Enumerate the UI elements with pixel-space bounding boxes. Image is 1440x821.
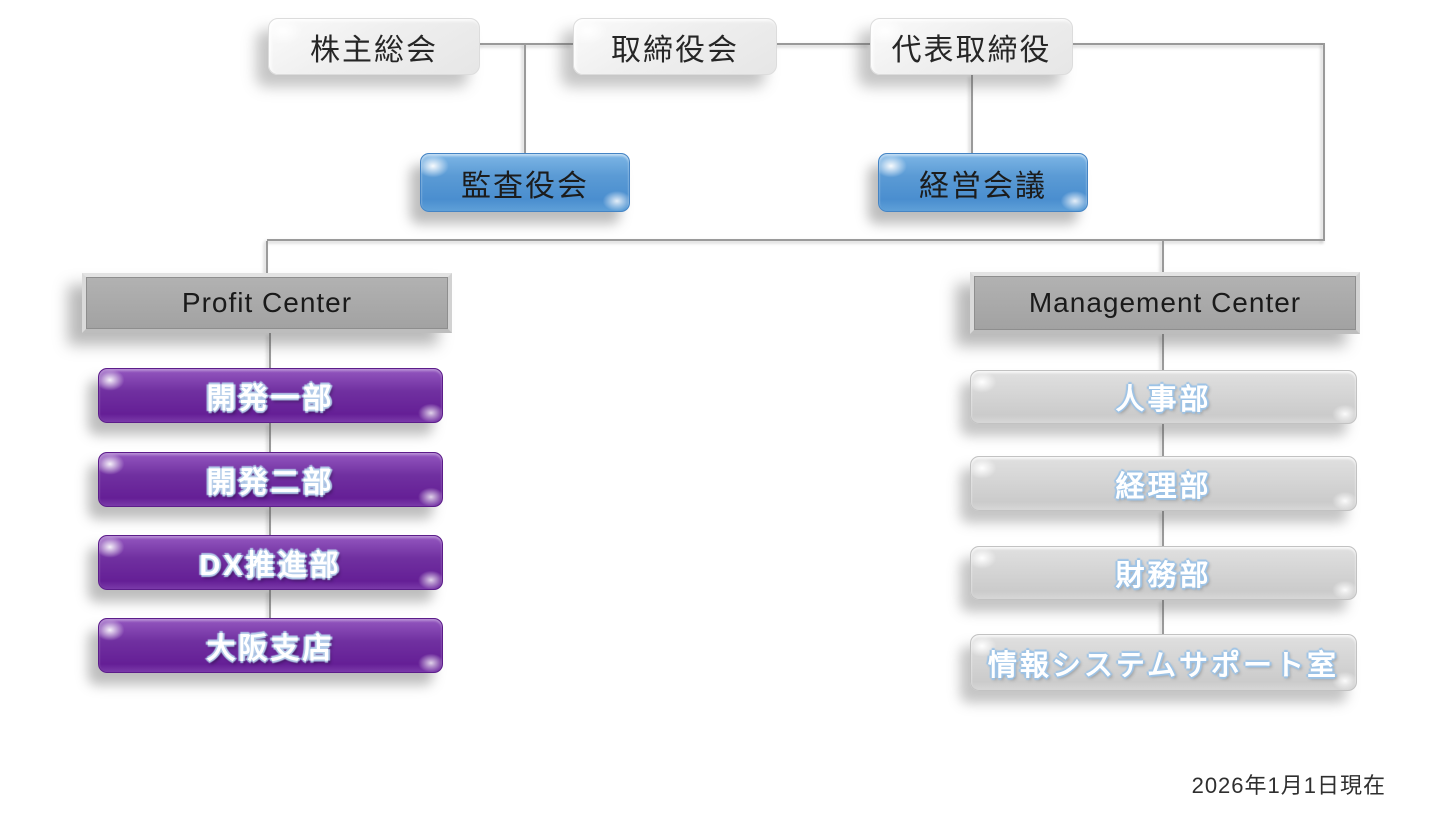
connector-mgmt-dept-1 xyxy=(1162,334,1164,370)
dept-label: 財務部 xyxy=(1115,560,1212,592)
dept-it-system-support: 情報システムサポート室 xyxy=(970,634,1357,691)
connector-profit-dept-2 xyxy=(269,423,271,452)
header-profit-center: Profit Center xyxy=(82,273,452,333)
header-label: Management Center xyxy=(1028,287,1302,318)
connector-profit-dept-3 xyxy=(269,507,271,535)
connector-main-horizontal xyxy=(267,239,1325,241)
connector-right-vertical xyxy=(1323,43,1325,241)
dept-dx-promotion: DX推進部 xyxy=(98,535,443,590)
dept-label: 開発二部 xyxy=(206,466,335,499)
dept-development-1: 開発一部 xyxy=(98,368,443,423)
dept-osaka-branch: 大阪支店 xyxy=(98,618,443,673)
connector-profit-dept-4 xyxy=(269,590,271,618)
connector-mgmt-dept-3 xyxy=(1162,511,1164,546)
node-label: 代表取締役 xyxy=(891,33,1052,67)
connector-profit-dept-1 xyxy=(269,333,271,368)
connector-mgmt-dept-4 xyxy=(1162,600,1164,634)
as-of-date: 2026年1月1日現在 xyxy=(1191,773,1386,798)
node-board-of-directors: 取締役会 xyxy=(573,18,777,75)
dept-label: DX推進部 xyxy=(199,549,342,582)
dept-finance: 財務部 xyxy=(970,546,1357,600)
node-representative-director: 代表取締役 xyxy=(870,18,1073,75)
dept-label: 経理部 xyxy=(1115,470,1212,503)
dept-development-2: 開発二部 xyxy=(98,452,443,507)
node-shareholders-meeting: 株主総会 xyxy=(268,18,480,75)
dept-label: 人事部 xyxy=(1115,384,1212,416)
header-label: Profit Center xyxy=(181,287,353,318)
node-label: 取締役会 xyxy=(611,33,739,67)
dept-label: 情報システムサポート室 xyxy=(987,649,1340,682)
dept-label: 大阪支店 xyxy=(206,632,335,665)
node-label: 経営会議 xyxy=(919,169,1047,203)
node-audit-committee: 監査役会 xyxy=(420,153,630,212)
dept-accounting: 経理部 xyxy=(970,456,1357,511)
connector-board-ceo xyxy=(777,43,870,45)
connector-shareholders-board xyxy=(480,43,573,45)
connector-down-management-center xyxy=(1162,241,1164,272)
node-label: 監査役会 xyxy=(461,169,589,203)
connector-ceo-management-meeting xyxy=(971,75,973,153)
connector-down-profit-center xyxy=(266,241,268,273)
dept-label: 開発一部 xyxy=(206,382,335,415)
node-label: 株主総会 xyxy=(310,33,438,67)
connector-mgmt-dept-2 xyxy=(1162,424,1164,456)
connector-ceo-right xyxy=(1073,43,1325,45)
dept-human-resources: 人事部 xyxy=(970,370,1357,424)
node-management-meeting: 経営会議 xyxy=(878,153,1088,212)
connector-down-audit-committee xyxy=(524,44,526,153)
header-management-center: Management Center xyxy=(970,272,1360,334)
